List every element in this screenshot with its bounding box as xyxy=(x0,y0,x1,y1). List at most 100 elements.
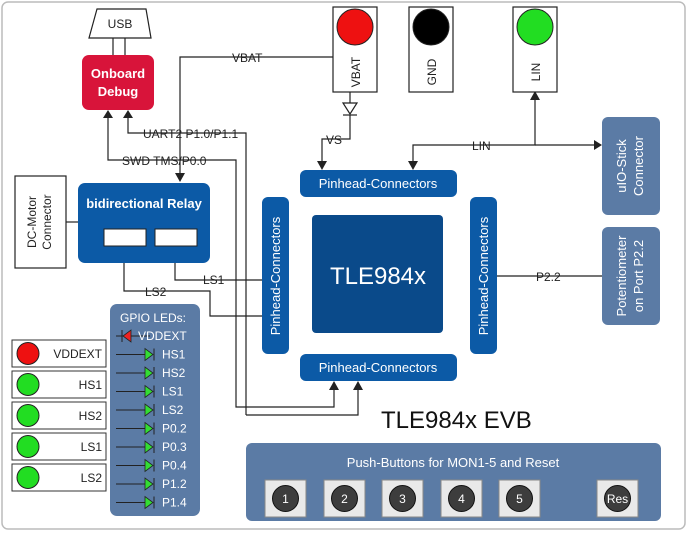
led-indicator-vddext: VDDEXT xyxy=(11,339,107,368)
push-button-res[interactable]: Res xyxy=(596,479,639,518)
led-diode-icon xyxy=(144,440,154,454)
ls1-label: LS1 xyxy=(203,273,225,287)
led-indicator-label: VDDEXT xyxy=(53,347,102,361)
dc-motor-line1: DC-Motor xyxy=(25,196,39,248)
relay-contact-right xyxy=(154,228,198,247)
led-indicator-label: LS1 xyxy=(81,440,103,454)
uart-wire xyxy=(127,118,247,415)
led-diode-icon xyxy=(144,403,154,417)
led-lamp-icon xyxy=(16,373,40,396)
relay-contact-left xyxy=(103,228,147,247)
diode-icon xyxy=(341,102,359,116)
pinhead-bottom-arrow-left xyxy=(329,381,339,390)
gpio-led-panel xyxy=(110,304,200,516)
swd-arrowhead xyxy=(103,110,113,118)
pinhead-bottom-label: Pinhead-Connectors xyxy=(319,360,438,375)
gpio-led-p0-4: P0.4 xyxy=(116,459,187,473)
dc-motor-connector xyxy=(14,175,67,269)
led-lamp-icon xyxy=(16,466,40,489)
pinhead-top-label: Pinhead-Connectors xyxy=(319,176,438,191)
led-indicator-label: HS1 xyxy=(79,378,103,392)
lin-connector-label: LIN xyxy=(529,63,543,82)
pinhead-top xyxy=(300,170,457,197)
led-diode-icon xyxy=(144,495,154,510)
onboard-debug-line1: Onboard xyxy=(91,66,145,81)
pinhead-right-label: Pinhead-Connectors xyxy=(476,216,491,335)
potentiometer-line1: Potentiometer xyxy=(614,235,629,317)
led-diode-icon xyxy=(144,477,154,491)
push-button-5[interactable]: 5 xyxy=(498,479,541,518)
led-indicator-label: LS2 xyxy=(81,471,103,485)
push-button-title: Push-Buttons for MON1-5 and Reset xyxy=(347,455,560,470)
gpio-led-label: P0.2 xyxy=(162,422,187,436)
led-diode-icon xyxy=(144,347,154,362)
led-indicator-ls1: LS1 xyxy=(11,432,107,461)
p22-label: P2.2 xyxy=(536,270,561,284)
uart-label: UART2 P1.0/P1.1 xyxy=(143,127,238,141)
pinhead-bottom xyxy=(300,354,457,381)
vs-label: VS xyxy=(326,133,342,147)
gpio-led-ls1: LS1 xyxy=(116,385,184,399)
push-button-3[interactable]: 3 xyxy=(381,479,424,518)
push-button-label: 4 xyxy=(458,492,465,506)
push-button-4[interactable]: 4 xyxy=(440,479,483,518)
push-button-list: 1 2 3 4 5 Res xyxy=(264,479,639,518)
led-diode-icon xyxy=(144,366,154,380)
tle984x-chip xyxy=(312,215,443,333)
lin-arrowhead-pinhead xyxy=(408,161,418,170)
push-button-label: 1 xyxy=(282,492,289,506)
push-button-label: 5 xyxy=(516,492,523,506)
pinhead-left-label: Pinhead-Connectors xyxy=(268,216,283,335)
gpio-led-hs1: HS1 xyxy=(116,348,186,362)
usb-label: USB xyxy=(108,17,133,31)
usb-connector xyxy=(88,8,152,39)
led-diode-icon xyxy=(122,329,132,343)
gpio-led-p0-3: P0.3 xyxy=(116,440,187,454)
led-indicator-hs1: HS1 xyxy=(11,370,107,399)
gpio-led-p1-4: P1.4 xyxy=(116,496,187,510)
dc-motor-line2: Connector xyxy=(40,194,54,249)
gpio-led-p0-2: P0.2 xyxy=(116,422,187,436)
onboard-debug-line2: Debug xyxy=(98,84,139,99)
gpio-led-label: P1.4 xyxy=(162,496,187,510)
gpio-led-label: P1.2 xyxy=(162,477,187,491)
vbat-connector-label: VBAT xyxy=(349,56,363,87)
push-button-1[interactable]: 1 xyxy=(264,479,307,518)
gnd-connector-label: GND xyxy=(425,58,439,85)
lin-arrowhead-connector xyxy=(530,91,540,100)
onboard-debug-box xyxy=(82,55,154,110)
gpio-led-label: LS2 xyxy=(162,403,184,417)
board-title: TLE984x EVB xyxy=(381,407,532,434)
lin-wire-left xyxy=(412,92,536,163)
ls2-wire xyxy=(123,246,262,317)
led-diode-icon xyxy=(144,384,154,399)
gpio-led-p1-2: P1.2 xyxy=(116,477,187,491)
vbat-wire-label: VBAT xyxy=(232,51,263,65)
vbat-arrowhead xyxy=(175,173,185,182)
push-button-2[interactable]: 2 xyxy=(323,479,366,518)
swd-label: SWD TMS/P0.0 xyxy=(122,154,207,168)
pinhead-right xyxy=(470,197,497,354)
gpio-led-vddext: VDDEXT xyxy=(116,329,187,343)
swd-wire xyxy=(107,118,335,408)
pinhead-left xyxy=(262,197,289,354)
led-lamp-icon xyxy=(16,342,40,365)
gpio-led-label: P0.4 xyxy=(162,459,187,473)
potentiometer-line2: on Port P2.2 xyxy=(631,240,646,312)
gpio-led-label: VDDEXT xyxy=(138,329,187,343)
push-button-label: Res xyxy=(607,492,628,506)
lin-wire-label: LIN xyxy=(472,139,491,153)
pinhead-bottom-arrow-right xyxy=(353,381,363,390)
led-lamp-icon xyxy=(16,435,40,458)
uio-stick-box xyxy=(602,117,660,215)
ls2-label: LS2 xyxy=(145,285,167,299)
push-button-label: 3 xyxy=(399,492,406,506)
gpio-led-label: P0.3 xyxy=(162,440,187,454)
led-diode-icon xyxy=(144,458,154,473)
lin-arrowhead-uio xyxy=(594,140,602,150)
led-indicator-ls2: LS2 xyxy=(11,463,107,492)
